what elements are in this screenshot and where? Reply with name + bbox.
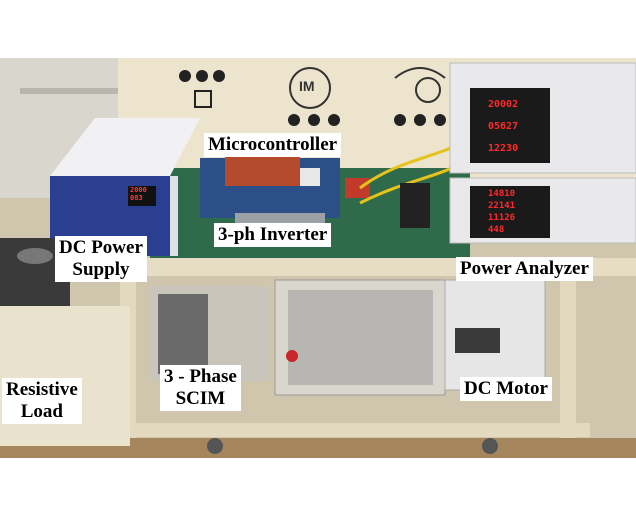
power-analyzer-top bbox=[449, 62, 636, 174]
dc-motor bbox=[444, 279, 546, 391]
label-microcontroller: Microcontroller bbox=[204, 133, 342, 157]
label-dc-power-line2: Supply bbox=[72, 259, 130, 280]
pa2-row2: 22141 bbox=[488, 201, 516, 211]
panel-sockets bbox=[179, 70, 446, 126]
pa2-row1: 14810 bbox=[488, 189, 516, 199]
pa1-row3: 12230 bbox=[488, 143, 519, 154]
label-3ph-inverter: 3-ph Inverter bbox=[214, 223, 332, 247]
label-dc-power-supply: DC Power Supply bbox=[55, 236, 147, 282]
power-analyzer-bottom bbox=[449, 177, 636, 244]
psu-current: 083 bbox=[130, 194, 143, 202]
label-scim-line1: 3 - Phase bbox=[164, 366, 237, 387]
coil bbox=[400, 183, 430, 228]
label-scim-line2: SCIM bbox=[175, 388, 226, 409]
analyzer2-readout: 14810 22141 11126 448 bbox=[488, 188, 515, 236]
label-power-analyzer: Power Analyzer bbox=[456, 257, 593, 281]
psu-readout: 2000 083 bbox=[130, 186, 147, 202]
motor-symbol-label: IM bbox=[299, 78, 315, 94]
label-3-phase-scim: 3 - Phase SCIM bbox=[160, 365, 241, 411]
label-resistive-load: Resistive Load bbox=[2, 378, 82, 424]
label-resistive-line2: Load bbox=[20, 401, 63, 422]
label-dc-motor: DC Motor bbox=[460, 377, 552, 401]
label-dc-power-line1: DC Power bbox=[59, 237, 143, 258]
pa2-row3: 11126 bbox=[488, 213, 516, 223]
pa1-row1: 20002 bbox=[488, 99, 519, 110]
pa1-row2: 05627 bbox=[488, 121, 519, 132]
motor-symbol-icon bbox=[289, 67, 331, 109]
psu-voltage: 2000 bbox=[130, 186, 147, 194]
pa2-row4: 448 bbox=[488, 225, 505, 235]
label-resistive-line1: Resistive bbox=[6, 379, 78, 400]
coupling-enclosure bbox=[274, 279, 446, 396]
analyzer1-readout: 20002 05627 12230 bbox=[488, 94, 518, 160]
